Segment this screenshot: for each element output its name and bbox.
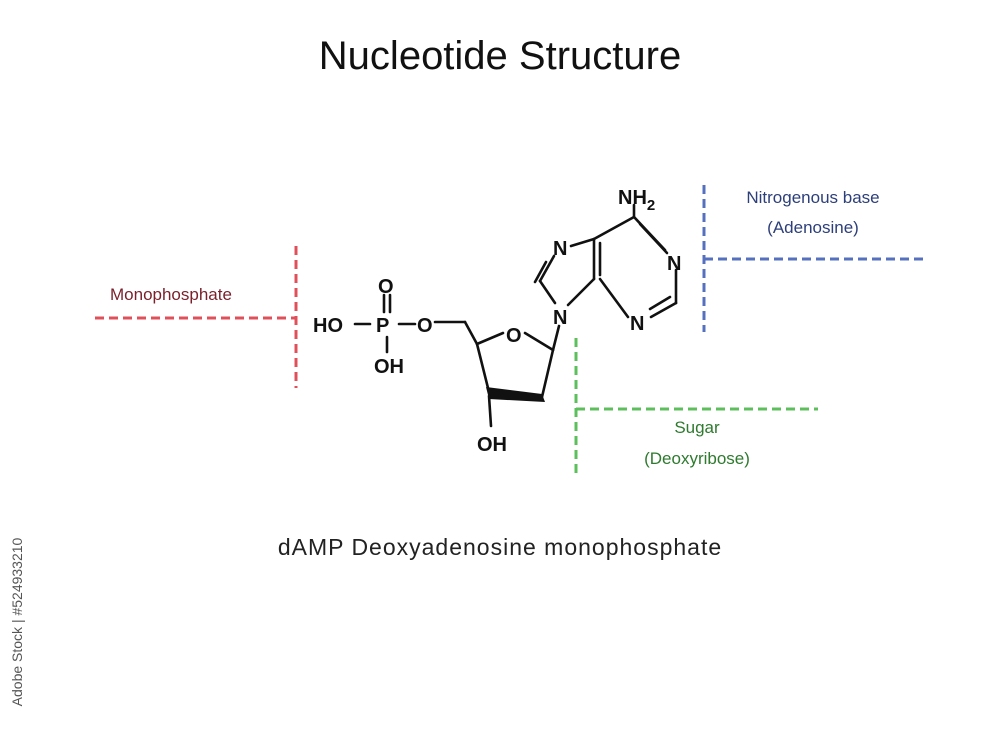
base-label-line1: Nitrogenous base (746, 188, 879, 207)
atom-nh2: NH2 (618, 187, 655, 214)
monophosphate-label: Monophosphate (110, 285, 232, 304)
base-bracket: Nitrogenous base (Adenosine) (702, 185, 928, 332)
molecule-name: dAMP Deoxyadenosine monophosphate (277, 534, 723, 560)
atom-o-ring: O (506, 325, 522, 347)
atom-ho: HO (313, 315, 343, 337)
base-label-line2: (Adenosine) (767, 218, 859, 237)
diagram-title: Nucleotide Structure (318, 34, 682, 78)
molecule-atoms: HO P O O OH O OH N N N N NH2 (313, 187, 681, 456)
molecule-bonds (353, 203, 678, 428)
atom-oh-sugar: OH (477, 434, 507, 456)
sugar-label-line2: (Deoxyribose) (644, 449, 750, 468)
atom-n7: N (553, 238, 567, 260)
monophosphate-bracket: Monophosphate (95, 246, 298, 388)
sugar-bracket: Sugar (Deoxyribose) (574, 338, 818, 476)
atom-n1: N (667, 253, 681, 275)
atom-n3: N (630, 313, 644, 335)
atom-o-double: O (378, 276, 394, 298)
atom-p: P (376, 315, 389, 337)
sugar-label-line1: Sugar (674, 418, 720, 437)
atom-oh-phosphate: OH (374, 356, 404, 378)
stock-watermark: Adobe Stock | #524933210 (9, 537, 25, 707)
atom-n9: N (553, 307, 567, 329)
atom-o-link: O (417, 315, 433, 337)
wedge-bond (486, 387, 545, 402)
